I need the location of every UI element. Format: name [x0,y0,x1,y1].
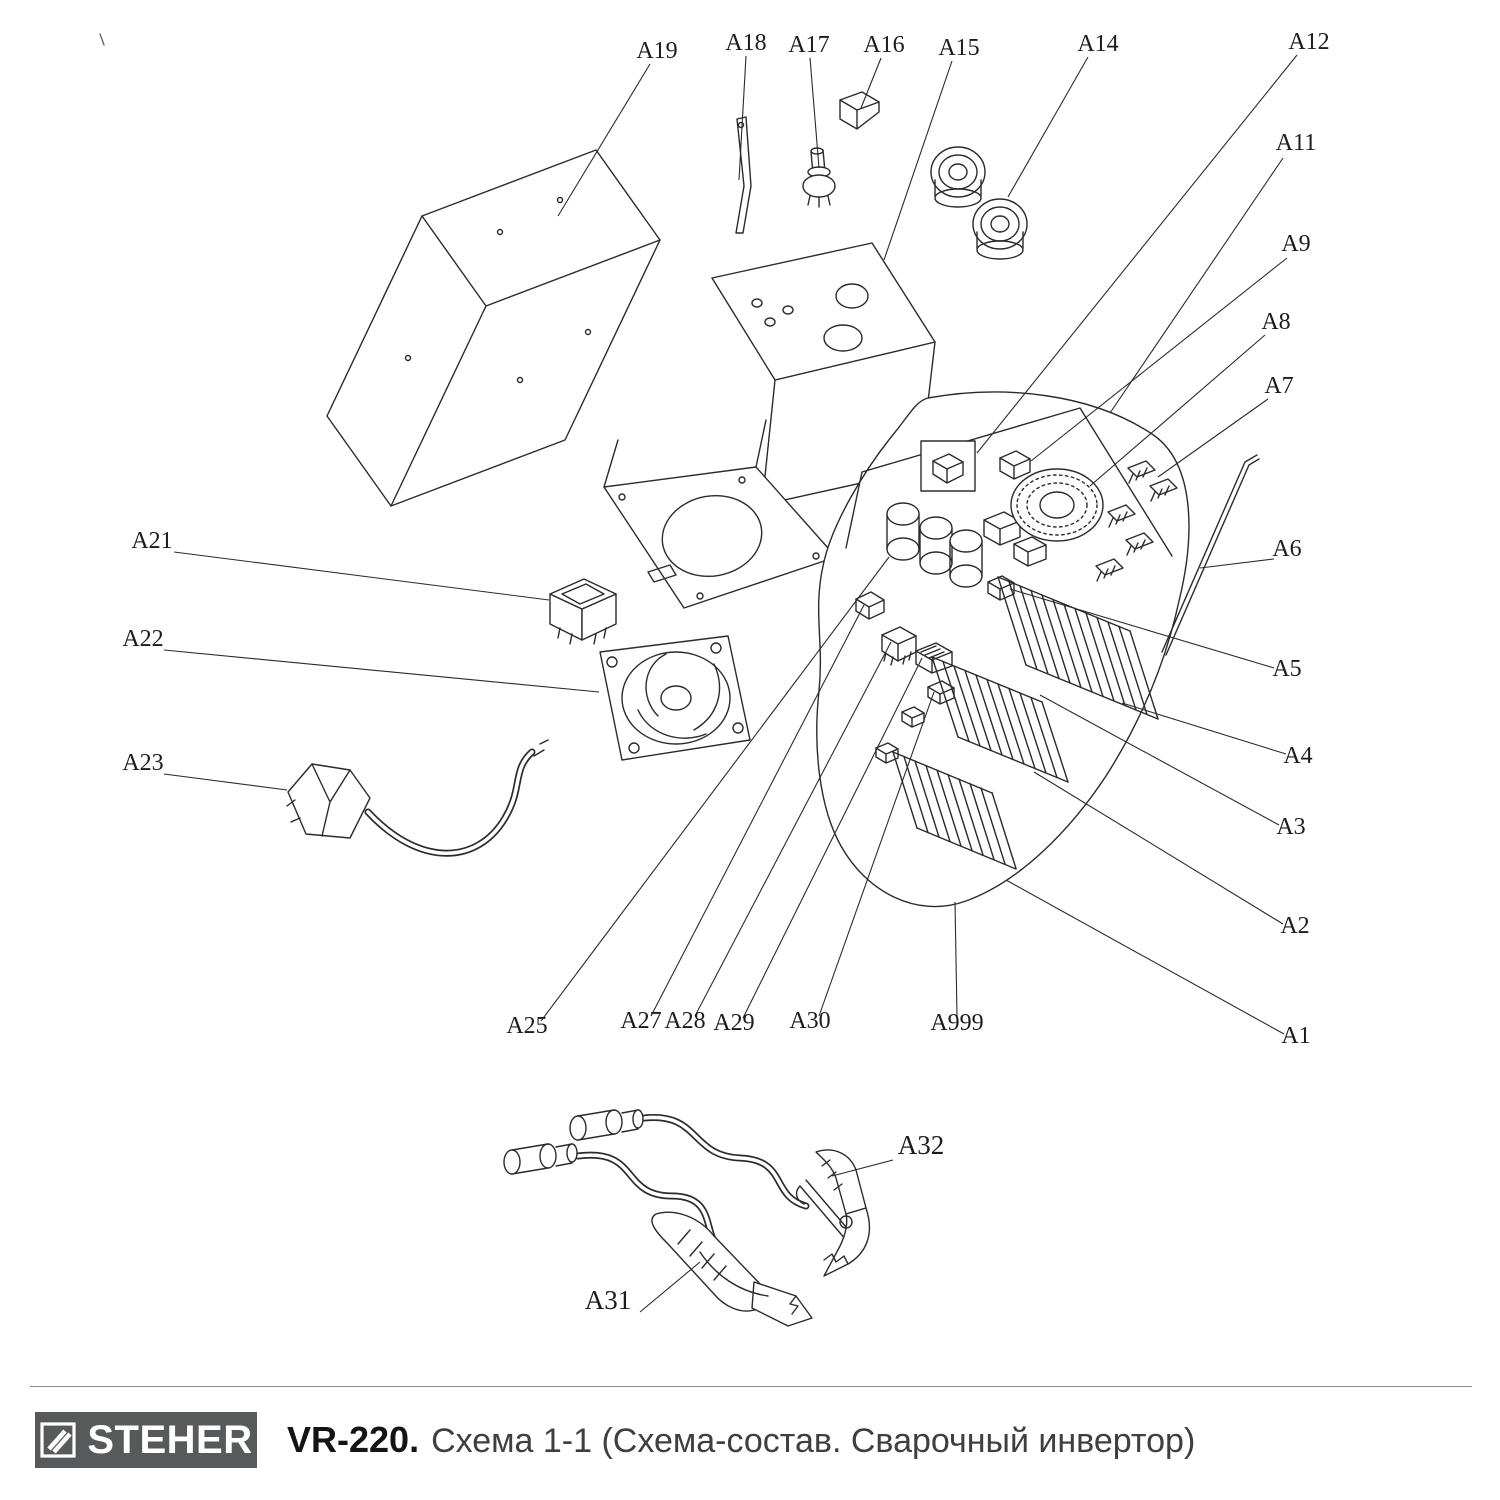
leader-a21 [173,551,550,601]
footer: STEHER VR-220. Схема 1-1 (Схема-состав. … [35,1412,1195,1468]
part-label-a30: A30 [789,1008,830,1034]
steher-logo: STEHER [35,1412,257,1468]
capacitors-drawing [886,502,983,588]
steher-logo-text: STEHER [87,1417,253,1462]
leader-a30 [818,691,935,1017]
part-label-a32: A32 [898,1130,945,1160]
dinse-connectors-drawing [930,146,1028,260]
diagram-line-art [99,33,1260,1327]
mounting-bracket-drawing [711,242,936,506]
toroid-inductor-drawing [1010,468,1104,542]
case-cover-drawing [326,149,661,507]
part-label-a21: A21 [131,528,172,554]
pin-bracket-drawing [735,116,752,234]
part-label-a14: A14 [1077,31,1118,57]
leader-lines [163,54,1298,1313]
footer-divider [30,1386,1472,1387]
potentiometer-drawing [802,147,836,208]
leader-a16 [860,57,882,109]
part-label-a31: A31 [585,1285,632,1315]
part-label-a22: A22 [122,626,163,652]
part-labels: A19 A18 A17 A16 A15 A14 A12 A11 A9 A8 A7… [122,29,1329,1315]
part-label-a2: A2 [1280,913,1309,939]
diagram-caption: VR-220. Схема 1-1 (Схема-состав. Сварочн… [287,1419,1195,1461]
heatsink-center-drawing [931,656,1069,783]
part-label-a15: A15 [938,35,979,61]
steher-logo-icon [40,1422,76,1458]
leader-a28 [694,641,892,1017]
part-label-a8: A8 [1261,309,1290,335]
transistors-drawing [1095,460,1178,582]
part-label-a17: A17 [788,32,829,58]
leader-a22 [163,649,600,693]
cooling-fan-drawing [599,635,751,761]
part-label-a19: A19 [636,38,677,64]
part-label-a1: A1 [1281,1023,1310,1049]
leader-a11 [1109,157,1284,414]
leader-a3 [1039,694,1280,826]
leader-a32 [831,1159,894,1177]
part-label-a3: A3 [1276,814,1305,840]
front-panel-drawing [603,419,837,609]
part-label-a23: A23 [122,750,163,776]
knob-cap-drawing [839,91,880,130]
part-label-a11: A11 [1276,130,1316,156]
board-components-drawing [855,591,955,764]
caption-subtitle: Схема 1-1 (Схема-состав. Сварочный инвер… [431,1422,1196,1460]
leader-a4 [1121,702,1287,755]
leader-a9 [1030,257,1288,462]
part-label-a4: A4 [1283,743,1312,769]
model-number: VR-220. [287,1419,420,1460]
electrode-holder-drawing [651,1211,813,1327]
part-label-a5: A5 [1272,656,1301,682]
part-label-a27: A27 [620,1008,661,1034]
wire-rod-drawing [1161,454,1260,656]
earth-clamp-drawing [795,1149,871,1277]
leader-a5 [1009,588,1275,669]
part-label-a6: A6 [1272,536,1301,562]
part-label-a28: A28 [664,1008,705,1034]
part-label-a16: A16 [863,32,904,58]
heatsink-left-drawing [892,751,1017,870]
leader-a17 [809,57,820,169]
leader-a29 [742,657,923,1019]
callout-component-drawing [920,440,976,492]
leader-a31 [639,1261,701,1313]
part-label-a18: A18 [725,30,766,56]
part-label-a29: A29 [713,1010,754,1036]
leader-a19 [557,63,651,217]
leader-a1 [1005,879,1285,1035]
leader-a8 [1089,334,1266,487]
leader-a27 [650,604,865,1017]
power-switch-drawing [549,578,617,645]
leader-a14 [1007,56,1089,198]
part-label-a9: A9 [1281,231,1310,257]
leader-a7 [1157,398,1269,478]
power-cord-drawing [286,739,549,857]
artifact-mark [99,33,105,46]
part-label-a999: A999 [930,1010,983,1036]
leader-a23 [163,773,288,791]
leader-a12 [976,54,1298,454]
heatsink-right-drawing [997,576,1159,720]
part-label-a12: A12 [1288,29,1329,55]
leader-a25 [540,556,890,1022]
part-label-a7: A7 [1264,373,1293,399]
welding-cables-drawing [503,1109,810,1256]
leader-a15 [883,60,953,261]
leader-a18 [738,55,747,181]
leader-a999 [954,901,958,1017]
leader-a2 [1033,771,1284,925]
leader-a6 [1199,558,1275,569]
part-label-a25: A25 [506,1013,547,1039]
